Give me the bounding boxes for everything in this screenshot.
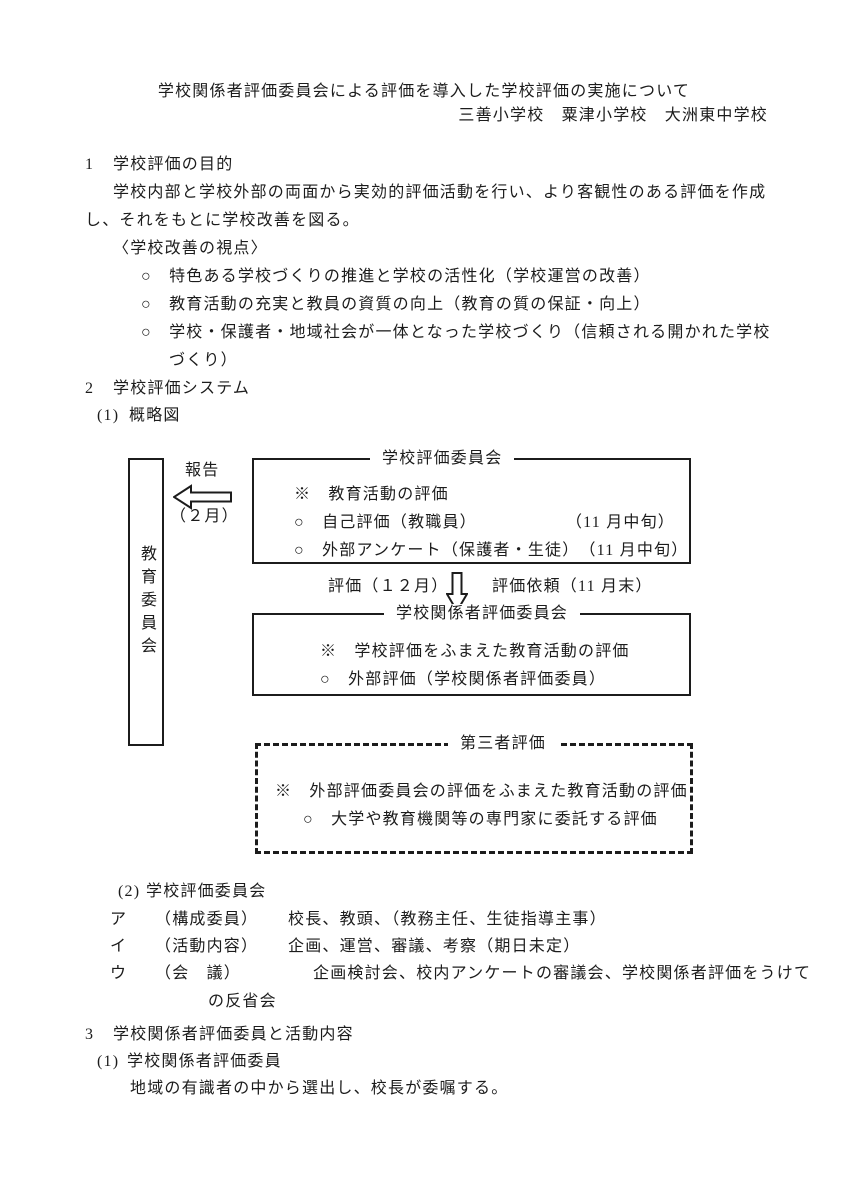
row-i-text: 企画、運営、審議、考察（期日未定）: [288, 938, 581, 955]
section1-viewpoint-label: 〈学校改善の視点〉: [113, 240, 268, 257]
box1-row-2-text: ○ 自己評価（教職員）: [294, 514, 477, 531]
box1-row-3-time: （11 月中旬）: [579, 542, 689, 559]
section1-bullet-2: ○ 教育活動の充実と教員の資質の向上（教育の質の保証・向上）: [141, 296, 651, 313]
section3-heading: 学校関係者評価委員と活動内容: [113, 1026, 354, 1043]
box1-row-3: ○ 外部アンケート（保護者・生徒） （11 月中旬）: [294, 541, 687, 561]
report-label: 報告: [185, 462, 220, 479]
section1-body-line1: 学校内部と学校外部の両面から実効的評価活動を行い、より客観性のある評価を作成: [113, 184, 767, 201]
row-u-wrap: の反省会: [208, 993, 277, 1010]
section3-sub1-number: (1): [97, 1053, 120, 1070]
board-of-education-box: 教育委員会: [128, 458, 164, 746]
report-month-label: （２月）: [170, 508, 239, 525]
box3-row-1: ※ 外部評価委員会の評価をふまえた教育活動の評価: [275, 783, 688, 800]
section1-body-line2: し、それをもとに学校改善を図る。: [85, 212, 360, 229]
stakeholder-evaluation-committee-box: 学校関係者評価委員会 ※ 学校評価をふまえた教育活動の評価 ○ 外部評価（学校関…: [252, 604, 691, 696]
row-i-kana: イ: [110, 938, 128, 955]
section2-sub1-heading: 概略図: [129, 407, 181, 424]
row-u-label: （会 議）: [155, 965, 242, 982]
board-of-education-label: 教育委員会: [138, 544, 155, 660]
box3-title: 第三者評価: [448, 734, 559, 754]
box1-row-3-text: ○ 外部アンケート（保護者・生徒）: [294, 542, 580, 559]
evaluation-request-label: 評価依頼（11 月末）: [492, 578, 653, 595]
report-arrow-icon: [173, 484, 233, 510]
school-evaluation-committee-box: 学校評価委員会 ※ 教育活動の評価 ○ 自己評価（教職員） （11 月中旬） ○…: [252, 449, 691, 564]
section2-sub1-number: (1): [97, 407, 120, 424]
down-arrow-icon: [446, 572, 468, 613]
box2-row-2: ○ 外部評価（学校関係者評価委員）: [320, 671, 607, 688]
row-u-text: 企画検討会、校内アンケートの審議会、学校関係者評価をうけて: [313, 965, 812, 982]
row-u-kana: ウ: [110, 965, 128, 982]
section1-number: 1: [85, 156, 95, 173]
evaluation-label: 評価（１２月）: [328, 578, 449, 595]
box3-row-2: ○ 大学や教育機関等の専門家に委託する評価: [303, 811, 658, 828]
section1-bullet-1: ○ 特色ある学校づくりの推進と学校の活性化（学校運営の改善）: [141, 268, 651, 285]
third-party-evaluation-box: 第三者評価 ※ 外部評価委員会の評価をふまえた教育活動の評価 ○ 大学や教育機関…: [255, 734, 693, 854]
box1-row-1: ※ 教育活動の評価: [294, 486, 449, 503]
school-names: 三善小学校 粟津小学校 大洲東中学校: [458, 107, 768, 124]
section2-number: 2: [85, 380, 95, 397]
section2-heading: 学校評価システム: [113, 380, 251, 397]
box1-title: 学校評価委員会: [370, 449, 515, 469]
section1-bullet-3-wrap: づくり）: [169, 352, 238, 369]
row-a-label: （構成委員）: [155, 911, 259, 928]
section2-sub2-heading: 学校評価委員会: [146, 883, 267, 900]
section3-sub1-heading: 学校関係者評価委員: [127, 1053, 282, 1070]
section2-sub2-number: (2): [118, 883, 141, 900]
box1-row-2-time: （11 月中旬）: [565, 514, 675, 531]
row-i-label: （活動内容）: [155, 938, 259, 955]
section3-body: 地域の有識者の中から選出し、校長が委嘱する。: [130, 1080, 509, 1097]
box2-title: 学校関係者評価委員会: [384, 604, 581, 624]
page-title: 学校関係者評価委員会による評価を導入した学校評価の実施について: [157, 83, 691, 100]
section1-bullet-3: ○ 学校・保護者・地域社会が一体となった学校づくり（信頼される開かれた学校: [141, 324, 771, 341]
row-a-text: 校長、教頭、（教務主任、生徒指導主事）: [288, 911, 607, 928]
box2-row-1: ※ 学校評価をふまえた教育活動の評価: [320, 643, 630, 660]
row-a-kana: ア: [110, 911, 128, 928]
box1-row-2: ○ 自己評価（教職員） （11 月中旬）: [294, 513, 675, 533]
section1-heading: 学校評価の目的: [113, 156, 234, 173]
section3-number: 3: [85, 1026, 95, 1043]
